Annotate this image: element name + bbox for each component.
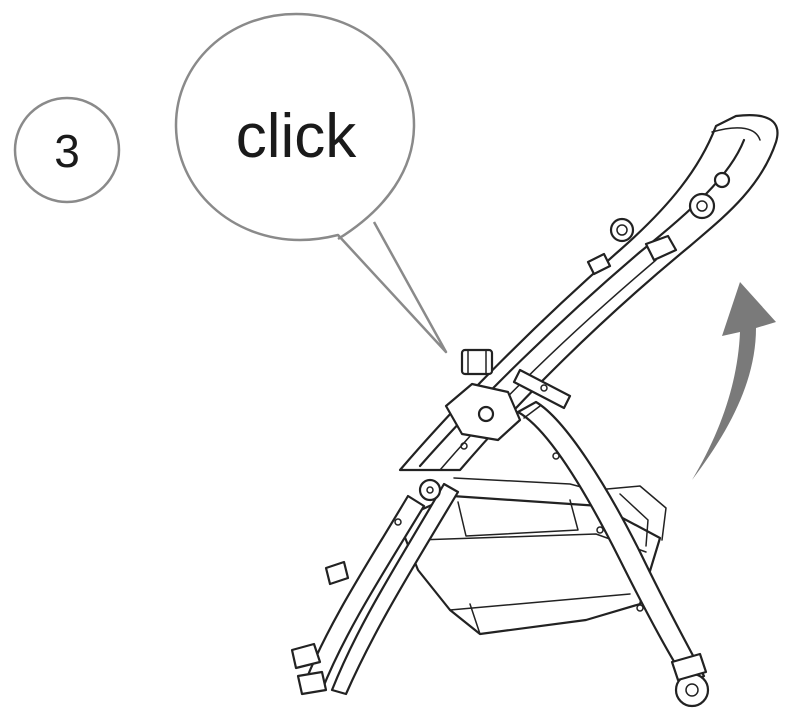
stroller-frame xyxy=(290,114,779,708)
stroller-rear-leg xyxy=(516,400,706,686)
curved-up-arrow-icon xyxy=(692,282,776,480)
stroller-hinge xyxy=(444,348,572,442)
stroller-joint-rivets xyxy=(394,442,644,612)
step-badge: 3 xyxy=(13,96,121,204)
click-callout-bubble: click xyxy=(174,12,448,354)
stroller-fold-lock xyxy=(586,171,731,276)
callout-text: click xyxy=(236,102,358,171)
step-number: 3 xyxy=(54,125,80,177)
callout-bubble-outline xyxy=(174,12,448,354)
arrow-shaft xyxy=(692,282,776,480)
stroller-wheels xyxy=(290,560,710,708)
step-badge-circle xyxy=(13,96,121,204)
